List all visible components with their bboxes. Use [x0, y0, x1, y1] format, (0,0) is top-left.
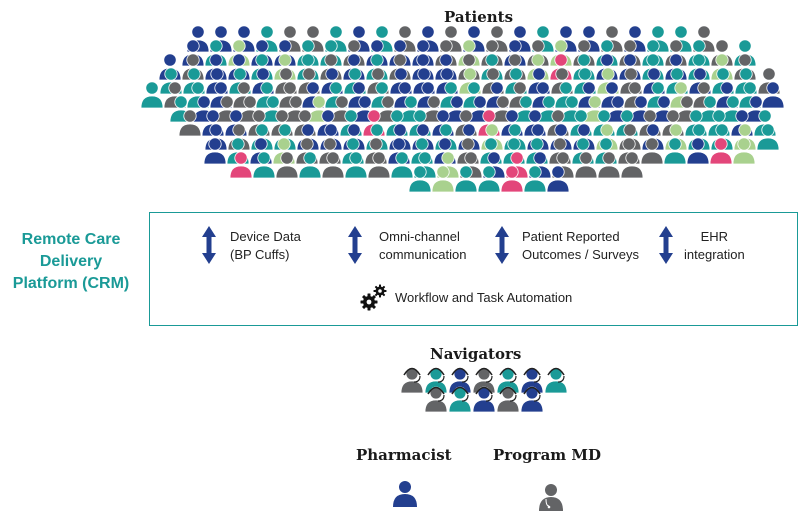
- patient-icon: [454, 165, 478, 193]
- navigator-icon: [544, 367, 568, 394]
- feature-omni-channel: Omni-channel communication: [379, 228, 466, 264]
- feature-line: Omni-channel: [379, 229, 460, 244]
- patient-icon: [178, 109, 202, 137]
- feature-line: (BP Cuffs): [230, 247, 290, 262]
- navigator-icon: [520, 386, 544, 413]
- platform-box: [149, 212, 798, 326]
- platform-title-line: Remote Care: [21, 231, 121, 248]
- gears-icon: [360, 284, 387, 311]
- bidirectional-arrow-icon: [202, 226, 216, 264]
- patient-icon: [252, 151, 276, 179]
- patient-icon: [500, 165, 524, 193]
- patient-icon: [321, 151, 345, 179]
- workflow-label: Workflow and Task Automation: [395, 290, 573, 305]
- patient-icon: [640, 137, 664, 165]
- patient-icon: [344, 151, 368, 179]
- navigator-icon: [424, 386, 448, 413]
- patient-icon: [477, 165, 501, 193]
- patient-icon: [408, 165, 432, 193]
- patient-icon: [229, 151, 253, 179]
- platform-title-line: Platform (CRM): [12, 275, 130, 292]
- platform-title-line: Delivery: [39, 253, 103, 270]
- patient-icon: [597, 151, 621, 179]
- feature-ehr: EHR integration: [684, 228, 745, 264]
- patient-icon: [431, 165, 455, 193]
- patient-icon: [203, 137, 227, 165]
- patient-icon: [140, 81, 164, 109]
- patient-icon: [756, 123, 780, 151]
- patient-icon: [275, 151, 299, 179]
- patient-icon: [620, 151, 644, 179]
- patient-icon: [298, 151, 322, 179]
- patient-icon: [709, 137, 733, 165]
- navigator-icon: [448, 386, 472, 413]
- feature-line: Outcomes / Surveys: [522, 247, 640, 262]
- pharmacist-label: Pharmacist: [356, 446, 452, 464]
- navigators-label: Navigators: [430, 345, 522, 363]
- bidirectional-arrow-icon: [495, 226, 509, 264]
- feature-line: integration: [684, 247, 745, 262]
- patient-icon: [367, 151, 391, 179]
- patient-icon: [663, 137, 687, 165]
- platform-title: Remote Care Delivery Platform (CRM): [0, 229, 142, 295]
- patient-icon: [523, 165, 547, 193]
- patient-icon: [546, 165, 570, 193]
- doctor-icon: [539, 484, 563, 511]
- program-md-label: Program MD: [493, 446, 602, 464]
- patient-icon: [732, 137, 756, 165]
- feature-line: communication: [379, 247, 467, 262]
- patient-icon: [686, 137, 710, 165]
- feature-device-data: Device Data (BP Cuffs): [230, 228, 301, 264]
- patients-label: Patients: [444, 8, 514, 26]
- patient-icon: [390, 151, 414, 179]
- navigator-icon: [472, 386, 496, 413]
- bidirectional-arrow-icon: [659, 226, 673, 264]
- feature-line: Patient Reported: [522, 229, 620, 244]
- feature-line: Device Data: [230, 229, 301, 244]
- patient-icon: [574, 151, 598, 179]
- bidirectional-arrow-icon: [348, 226, 362, 264]
- feature-patient-reported: Patient Reported Outcomes / Surveys: [522, 228, 639, 264]
- pharmacist-icon: [393, 481, 417, 507]
- patients-crowd: [140, 25, 785, 193]
- navigator-icon: [400, 367, 424, 394]
- navigator-icon: [496, 386, 520, 413]
- feature-line: EHR: [700, 229, 729, 244]
- patient-icon: [761, 81, 785, 109]
